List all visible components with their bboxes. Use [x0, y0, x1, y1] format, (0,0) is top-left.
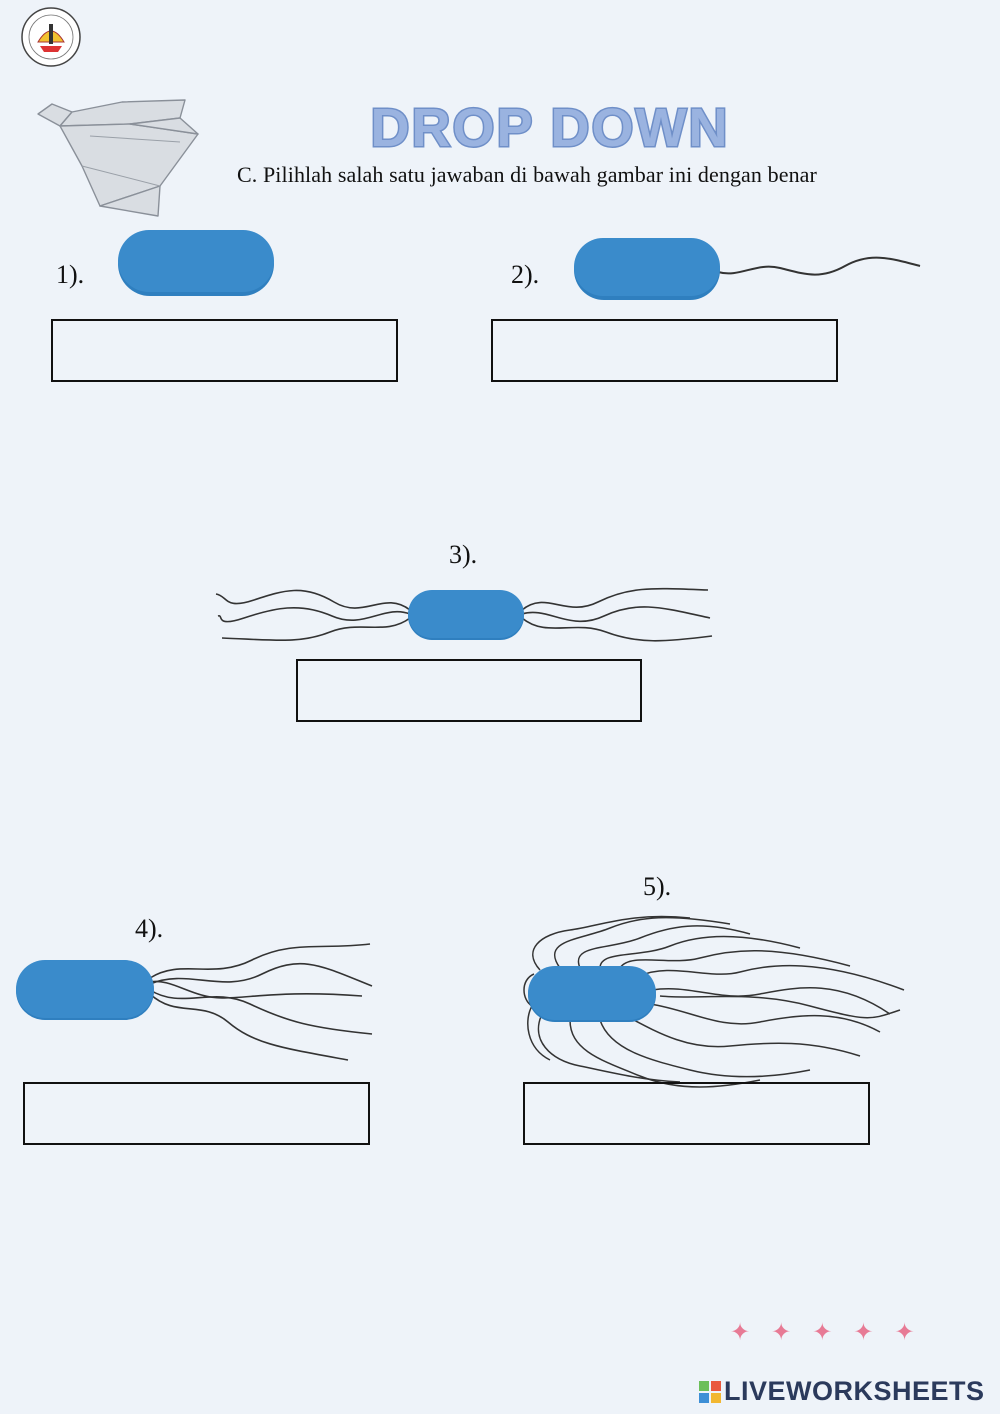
svg-text:DROP DOWN: DROP DOWN: [370, 98, 729, 158]
question-3-number: 3).: [449, 540, 478, 569]
bacterium-amphitrichous: [215, 587, 713, 642]
question-4-number: 4).: [135, 914, 164, 943]
brand-text: LIVEWORKSHEETS: [724, 1376, 985, 1406]
question-2-number: 2).: [511, 260, 540, 289]
answer-dropdown-4[interactable]: [23, 1082, 370, 1145]
answer-dropdown-2[interactable]: [491, 319, 838, 382]
answer-dropdown-5[interactable]: [523, 1082, 870, 1145]
liveworksheets-logo[interactable]: LIVEWORKSHEETS: [698, 1376, 985, 1407]
bacterium-peritrichous: [523, 915, 905, 1088]
answer-dropdown-3[interactable]: [296, 659, 642, 722]
decorative-stars: ✦✦✦✦✦: [730, 1320, 936, 1346]
bacterium-no-flagella: [118, 230, 274, 296]
question-1-number: 1).: [56, 260, 85, 289]
answer-dropdown-1[interactable]: [51, 319, 398, 382]
origami-dove-icon: [37, 99, 199, 217]
liveworksheets-icon: [699, 1380, 721, 1403]
bacterium-lophotrichous: [16, 943, 373, 1061]
bacterium-monotrichous: [574, 238, 921, 300]
page-title: DROP DOWN: [369, 97, 729, 160]
university-seal-icon: [21, 7, 81, 67]
question-5-number: 5).: [643, 872, 672, 901]
instruction-text: C. Pilihlah salah satu jawaban di bawah …: [237, 162, 817, 187]
